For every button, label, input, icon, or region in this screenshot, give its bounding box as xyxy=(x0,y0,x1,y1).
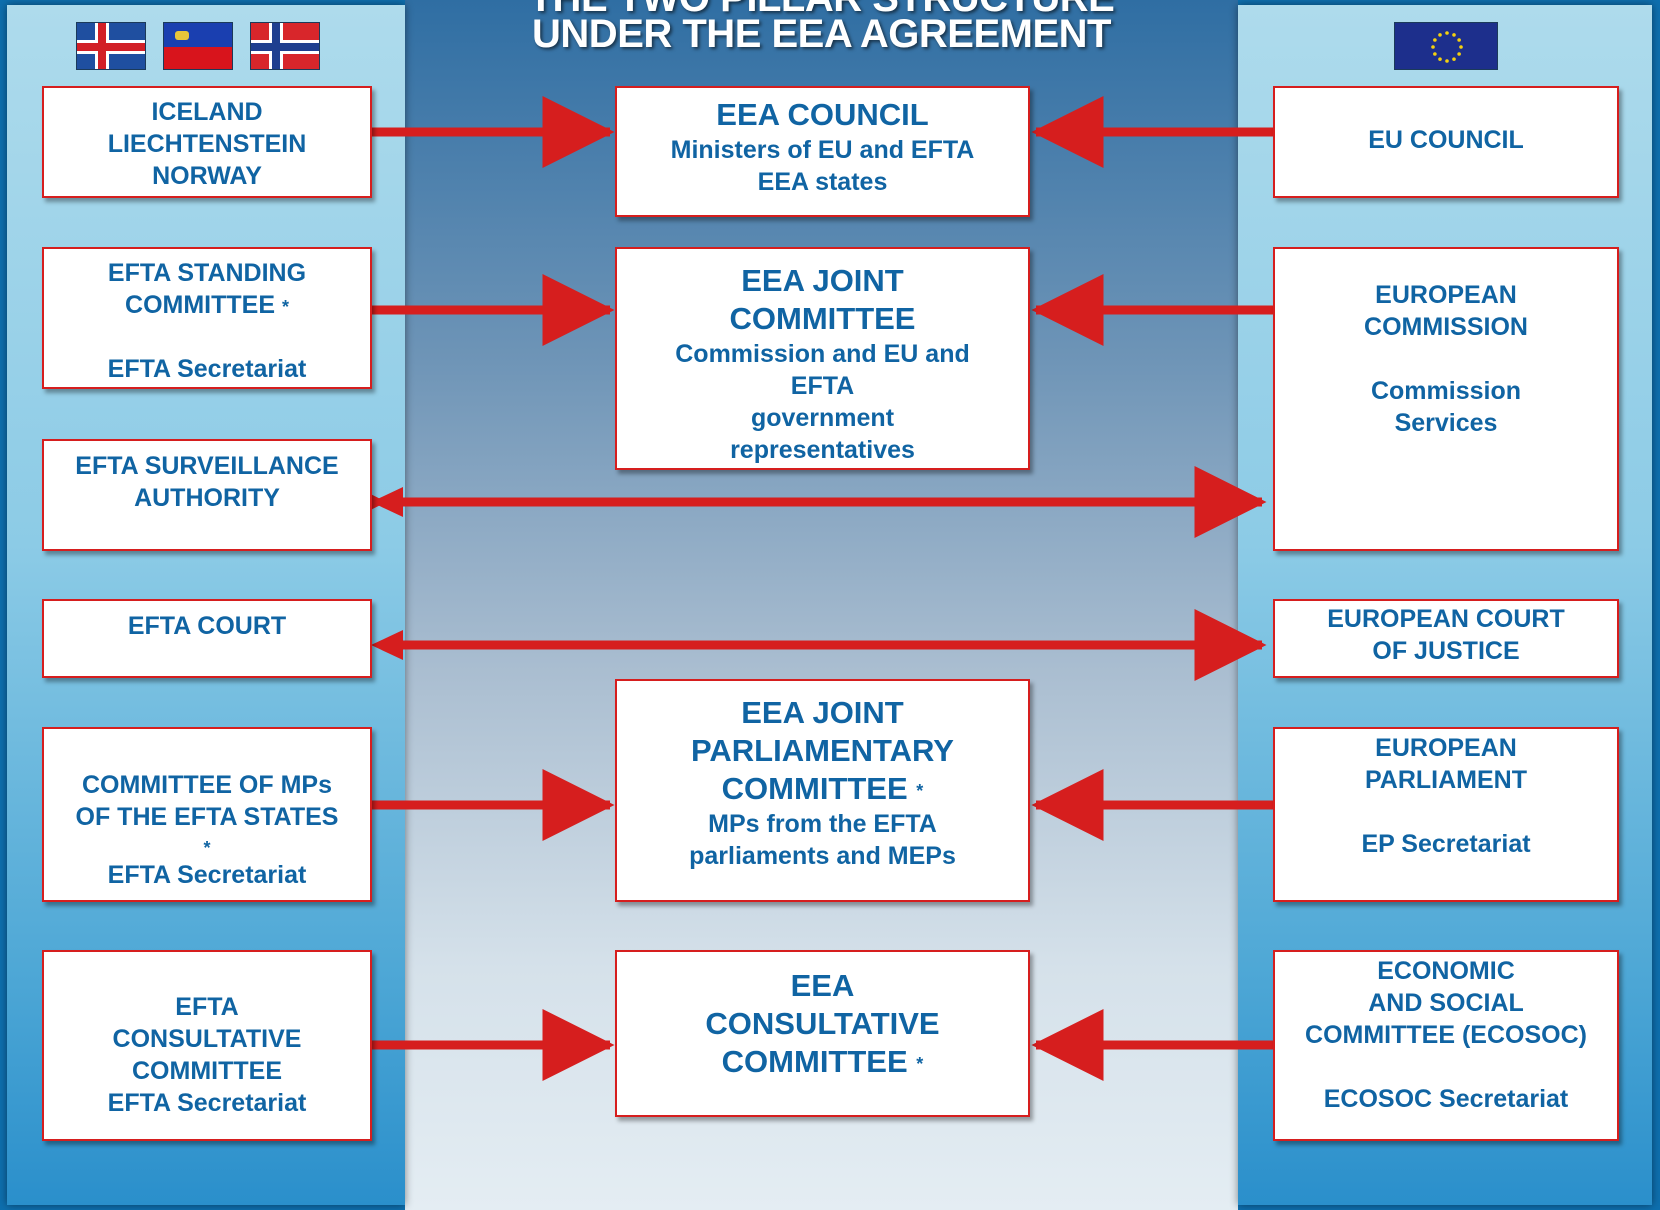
eea-council-box: EEA COUNCIL Ministers of EU and EFTA EEA… xyxy=(615,86,1030,217)
eu-star-icon xyxy=(1433,52,1437,56)
eea-jpc-mark: * xyxy=(916,781,924,801)
european-court-of-justice-box: EUROPEAN COURT OF JUSTICE xyxy=(1273,599,1619,678)
mps-mark: * xyxy=(203,838,211,858)
eea-council-title: EEA COUNCIL xyxy=(716,97,929,132)
eu-star-icon xyxy=(1459,45,1463,49)
commission-line-1: EUROPEAN xyxy=(1375,281,1517,309)
norway-flag xyxy=(250,22,320,70)
european-parliament-box: EUROPEAN PARLIAMENT EP Secretariat xyxy=(1273,727,1619,902)
ecosoc-line-3: COMMITTEE (ECOSOC) xyxy=(1305,1021,1587,1049)
ecosoc-line-2: AND SOCIAL xyxy=(1368,989,1524,1017)
eea-consultative-mark: * xyxy=(916,1054,924,1074)
ecj-line-2: OF JUSTICE xyxy=(1372,637,1520,665)
eu-star-icon xyxy=(1452,57,1456,61)
surveillance-line-2: AUTHORITY xyxy=(134,484,280,512)
efta-mps-committee-box: COMMITTEE OF MPs OF THE EFTA STATES * EF… xyxy=(42,727,372,902)
eu-flag xyxy=(1394,22,1498,70)
mps-secretariat: EFTA Secretariat xyxy=(107,861,307,889)
eea-joint-committee-box: EEA JOINT COMMITTEE Commission and EU an… xyxy=(615,247,1030,470)
eea-jpc-sub-2: parliaments and MEPs xyxy=(689,842,956,870)
arrowhead-surveillance-left xyxy=(371,487,403,517)
arrowhead-courts-left xyxy=(371,630,403,660)
eea-consultative-title-3: COMMITTEE xyxy=(721,1044,908,1079)
efta-consultative-committee-box: EFTA CONSULTATIVE COMMITTEE EFTA Secreta… xyxy=(42,950,372,1141)
parliament-secretariat: EP Secretariat xyxy=(1361,830,1531,858)
efta-surveillance-authority-box: EFTA SURVEILLANCE AUTHORITY xyxy=(42,439,372,551)
eu-star-icon xyxy=(1433,38,1437,42)
eu-star-icon xyxy=(1445,31,1449,35)
eu-star-icon xyxy=(1438,57,1442,61)
standing-committee-line-1: EFTA STANDING xyxy=(107,259,307,287)
eea-joint-sub-3: government xyxy=(750,404,895,432)
diagram-title-line-1: THE TWO PILLAR STRUCTURE xyxy=(405,0,1238,21)
eea-joint-sub-4: representatives xyxy=(730,436,915,464)
european-commission-box: EUROPEAN COMMISSION Commission Services xyxy=(1273,247,1619,551)
eea-joint-sub-1: Commission and EU and xyxy=(675,340,970,368)
efta-states-box: ICELAND LIECHTENSTEIN NORWAY xyxy=(42,86,372,198)
eea-jpc-title-1: EEA JOINT xyxy=(741,695,904,730)
eu-star-icon xyxy=(1452,33,1456,37)
iceland-flag xyxy=(76,22,146,70)
diagram-title-line-2: UNDER THE EEA AGREEMENT xyxy=(532,12,1111,56)
ecj-line-1: EUROPEAN COURT xyxy=(1327,605,1565,633)
eea-joint-parliamentary-committee-box: EEA JOINT PARLIAMENTARY COMMITTEE * MPs … xyxy=(615,679,1030,902)
commission-line-2: COMMISSION xyxy=(1364,313,1528,341)
ecosoc-secretariat: ECOSOC Secretariat xyxy=(1323,1085,1569,1113)
commission-services-line-1: Commission xyxy=(1370,377,1522,405)
eea-jpc-sub-1: MPs from the EFTA xyxy=(708,810,937,838)
eu-star-icon xyxy=(1438,33,1442,37)
eu-star-icon xyxy=(1457,38,1461,42)
parliament-line-1: EUROPEAN xyxy=(1375,734,1517,762)
eea-council-sub-1: Ministers of EU and EFTA xyxy=(670,136,975,164)
surveillance-line-1: EFTA SURVEILLANCE xyxy=(75,452,339,480)
eea-joint-title-2: COMMITTEE xyxy=(729,301,916,336)
standing-committee-secretariat: EFTA Secretariat xyxy=(107,355,307,383)
state-liechtenstein: LIECHTENSTEIN xyxy=(107,130,307,158)
standing-committee-mark: * xyxy=(281,297,289,317)
liechtenstein-flag xyxy=(163,22,233,70)
eea-council-sub-2: EEA states xyxy=(757,168,888,196)
eu-star-icon xyxy=(1431,45,1435,49)
mps-line-1: COMMITTEE OF MPs xyxy=(82,771,332,799)
state-norway: NORWAY xyxy=(152,162,262,190)
ecosoc-box: ECONOMIC AND SOCIAL COMMITTEE (ECOSOC) E… xyxy=(1273,950,1619,1141)
state-iceland: ICELAND xyxy=(151,98,263,126)
efta-court-label: EFTA COURT xyxy=(127,612,287,640)
eu-star-icon xyxy=(1457,52,1461,56)
eea-consultative-title-2: CONSULTATIVE xyxy=(705,1006,940,1041)
eu-star-icon xyxy=(1445,59,1449,63)
parliament-line-2: PARLIAMENT xyxy=(1364,766,1528,794)
eea-consultative-committee-box: EEA CONSULTATIVE COMMITTEE * xyxy=(615,950,1030,1117)
efta-court-box: EFTA COURT xyxy=(42,599,372,678)
mps-line-2: OF THE EFTA STATES xyxy=(75,803,339,831)
eu-council-label: EU COUNCIL xyxy=(1368,126,1524,154)
efta-consultative-line-2: CONSULTATIVE xyxy=(112,1025,302,1053)
eea-joint-title-1: EEA JOINT xyxy=(741,263,904,298)
eea-consultative-title-1: EEA xyxy=(790,968,855,1003)
ecosoc-line-1: ECONOMIC xyxy=(1377,957,1515,985)
efta-consultative-secretariat: EFTA Secretariat xyxy=(107,1089,307,1117)
standing-committee-line-2: COMMITTEE xyxy=(125,291,276,319)
efta-consultative-line-1: EFTA xyxy=(175,993,239,1021)
eea-jpc-title-3: COMMITTEE xyxy=(721,771,908,806)
commission-services-line-2: Services xyxy=(1394,409,1498,437)
eu-council-box: EU COUNCIL xyxy=(1273,86,1619,198)
eea-joint-sub-2: EFTA xyxy=(790,372,855,400)
efta-standing-committee-box: EFTA STANDING COMMITTEE * EFTA Secretari… xyxy=(42,247,372,389)
efta-consultative-line-3: COMMITTEE xyxy=(132,1057,282,1085)
eea-jpc-title-2: PARLIAMENTARY xyxy=(691,733,954,768)
